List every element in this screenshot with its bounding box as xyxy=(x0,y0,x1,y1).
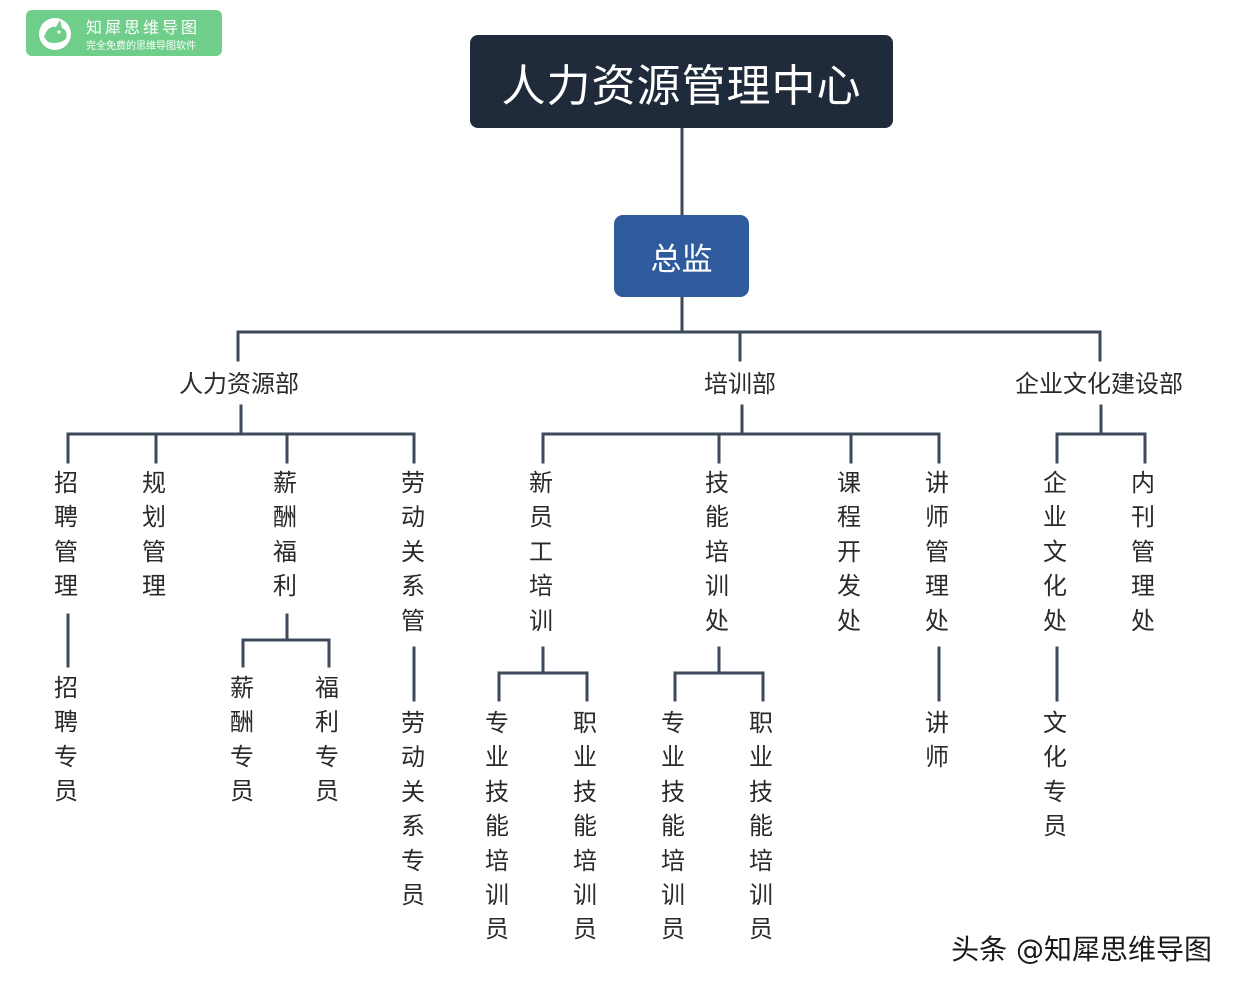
role-lecturer: 讲师 xyxy=(925,709,949,772)
role-skill-voc: 职业技能培训员 xyxy=(749,709,773,944)
role-welfare: 福利专员 xyxy=(315,674,339,806)
dept-culture: 企业文化建设部 xyxy=(1015,370,1183,398)
section-journal: 内刊管理处 xyxy=(1131,469,1155,635)
section-labor: 劳动关系管 xyxy=(401,469,425,635)
logo-name: 知犀思维导图 xyxy=(86,18,201,37)
watermark: 头条 @知犀思维导图 xyxy=(951,933,1212,966)
dept-training: 培训部 xyxy=(704,370,776,398)
role-new-pro: 专业技能培训员 xyxy=(485,709,509,944)
role-new-voc: 职业技能培训员 xyxy=(573,709,597,944)
director-label: 总监 xyxy=(650,241,713,278)
role-labor: 劳动关系专员 xyxy=(401,709,425,910)
dept-hr: 人力资源部 xyxy=(179,370,299,398)
section-lecturer: 讲师管理处 xyxy=(925,469,949,635)
section-compensation: 薪酬福利 xyxy=(273,469,297,601)
logo-badge: 知犀思维导图 完全免费的思维导图软件 xyxy=(26,10,222,56)
section-new-staff: 新员工培训 xyxy=(529,469,553,635)
role-salary: 薪酬专员 xyxy=(230,674,254,806)
root-label: 人力资源管理中心 xyxy=(501,60,862,112)
logo-tagline: 完全免费的思维导图软件 xyxy=(86,41,196,52)
section-course: 课程开发处 xyxy=(837,469,861,635)
section-culture: 企业文化处 xyxy=(1043,469,1067,635)
rhino-icon xyxy=(39,18,71,50)
section-planning: 规划管理 xyxy=(142,469,166,601)
role-culture: 文化专员 xyxy=(1043,709,1067,841)
section-recruit: 招聘管理 xyxy=(54,469,78,601)
role-skill-pro: 专业技能培训员 xyxy=(661,709,685,944)
director-node: 总监 xyxy=(614,215,749,297)
root-node: 人力资源管理中心 xyxy=(470,35,893,128)
role-recruit: 招聘专员 xyxy=(54,674,78,806)
section-skills: 技能培训处 xyxy=(705,469,729,635)
